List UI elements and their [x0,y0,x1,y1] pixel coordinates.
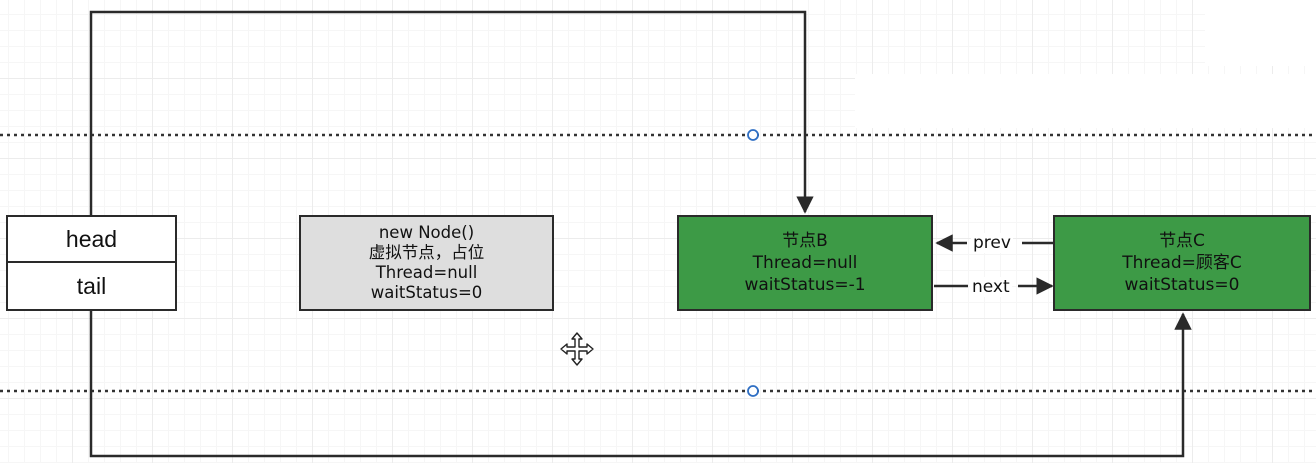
next-edge-label[interactable]: next [970,277,1012,297]
prev-edge-label[interactable]: prev [971,233,1013,253]
dummy-node-line-3: Thread=null [375,263,478,282]
node-c-thread: Thread=顾客C [1122,253,1242,273]
node-c[interactable]: 节点C Thread=顾客C waitStatus=0 [1053,215,1311,311]
tail-box[interactable]: tail [6,263,177,311]
dummy-node-line-1: new Node() [378,223,475,242]
tail-pointer-edge[interactable] [89,310,1192,458]
head-pointer-edge[interactable] [89,10,814,216]
node-b-title: 节点B [782,231,828,251]
handle-circle-icon[interactable] [747,385,759,397]
dummy-node-line-2: 虚拟节点，占位 [368,243,485,262]
head-box[interactable]: head [6,215,177,263]
node-c-wait-status: waitStatus=0 [1124,275,1240,295]
blank-region [1205,0,1316,66]
node-b-wait-status: waitStatus=-1 [744,275,866,295]
head-label: head [65,225,118,252]
move-cursor-icon [560,332,594,366]
blank-region [855,74,1316,128]
dummy-node[interactable]: new Node() 虚拟节点，占位 Thread=null waitStatu… [299,215,554,311]
node-b[interactable]: 节点B Thread=null waitStatus=-1 [677,215,933,311]
node-c-title: 节点C [1159,231,1205,251]
handle-circle-icon[interactable] [747,129,759,141]
tail-label: tail [76,272,107,299]
node-b-thread: Thread=null [752,253,858,273]
dummy-node-line-4: waitStatus=0 [370,283,483,302]
